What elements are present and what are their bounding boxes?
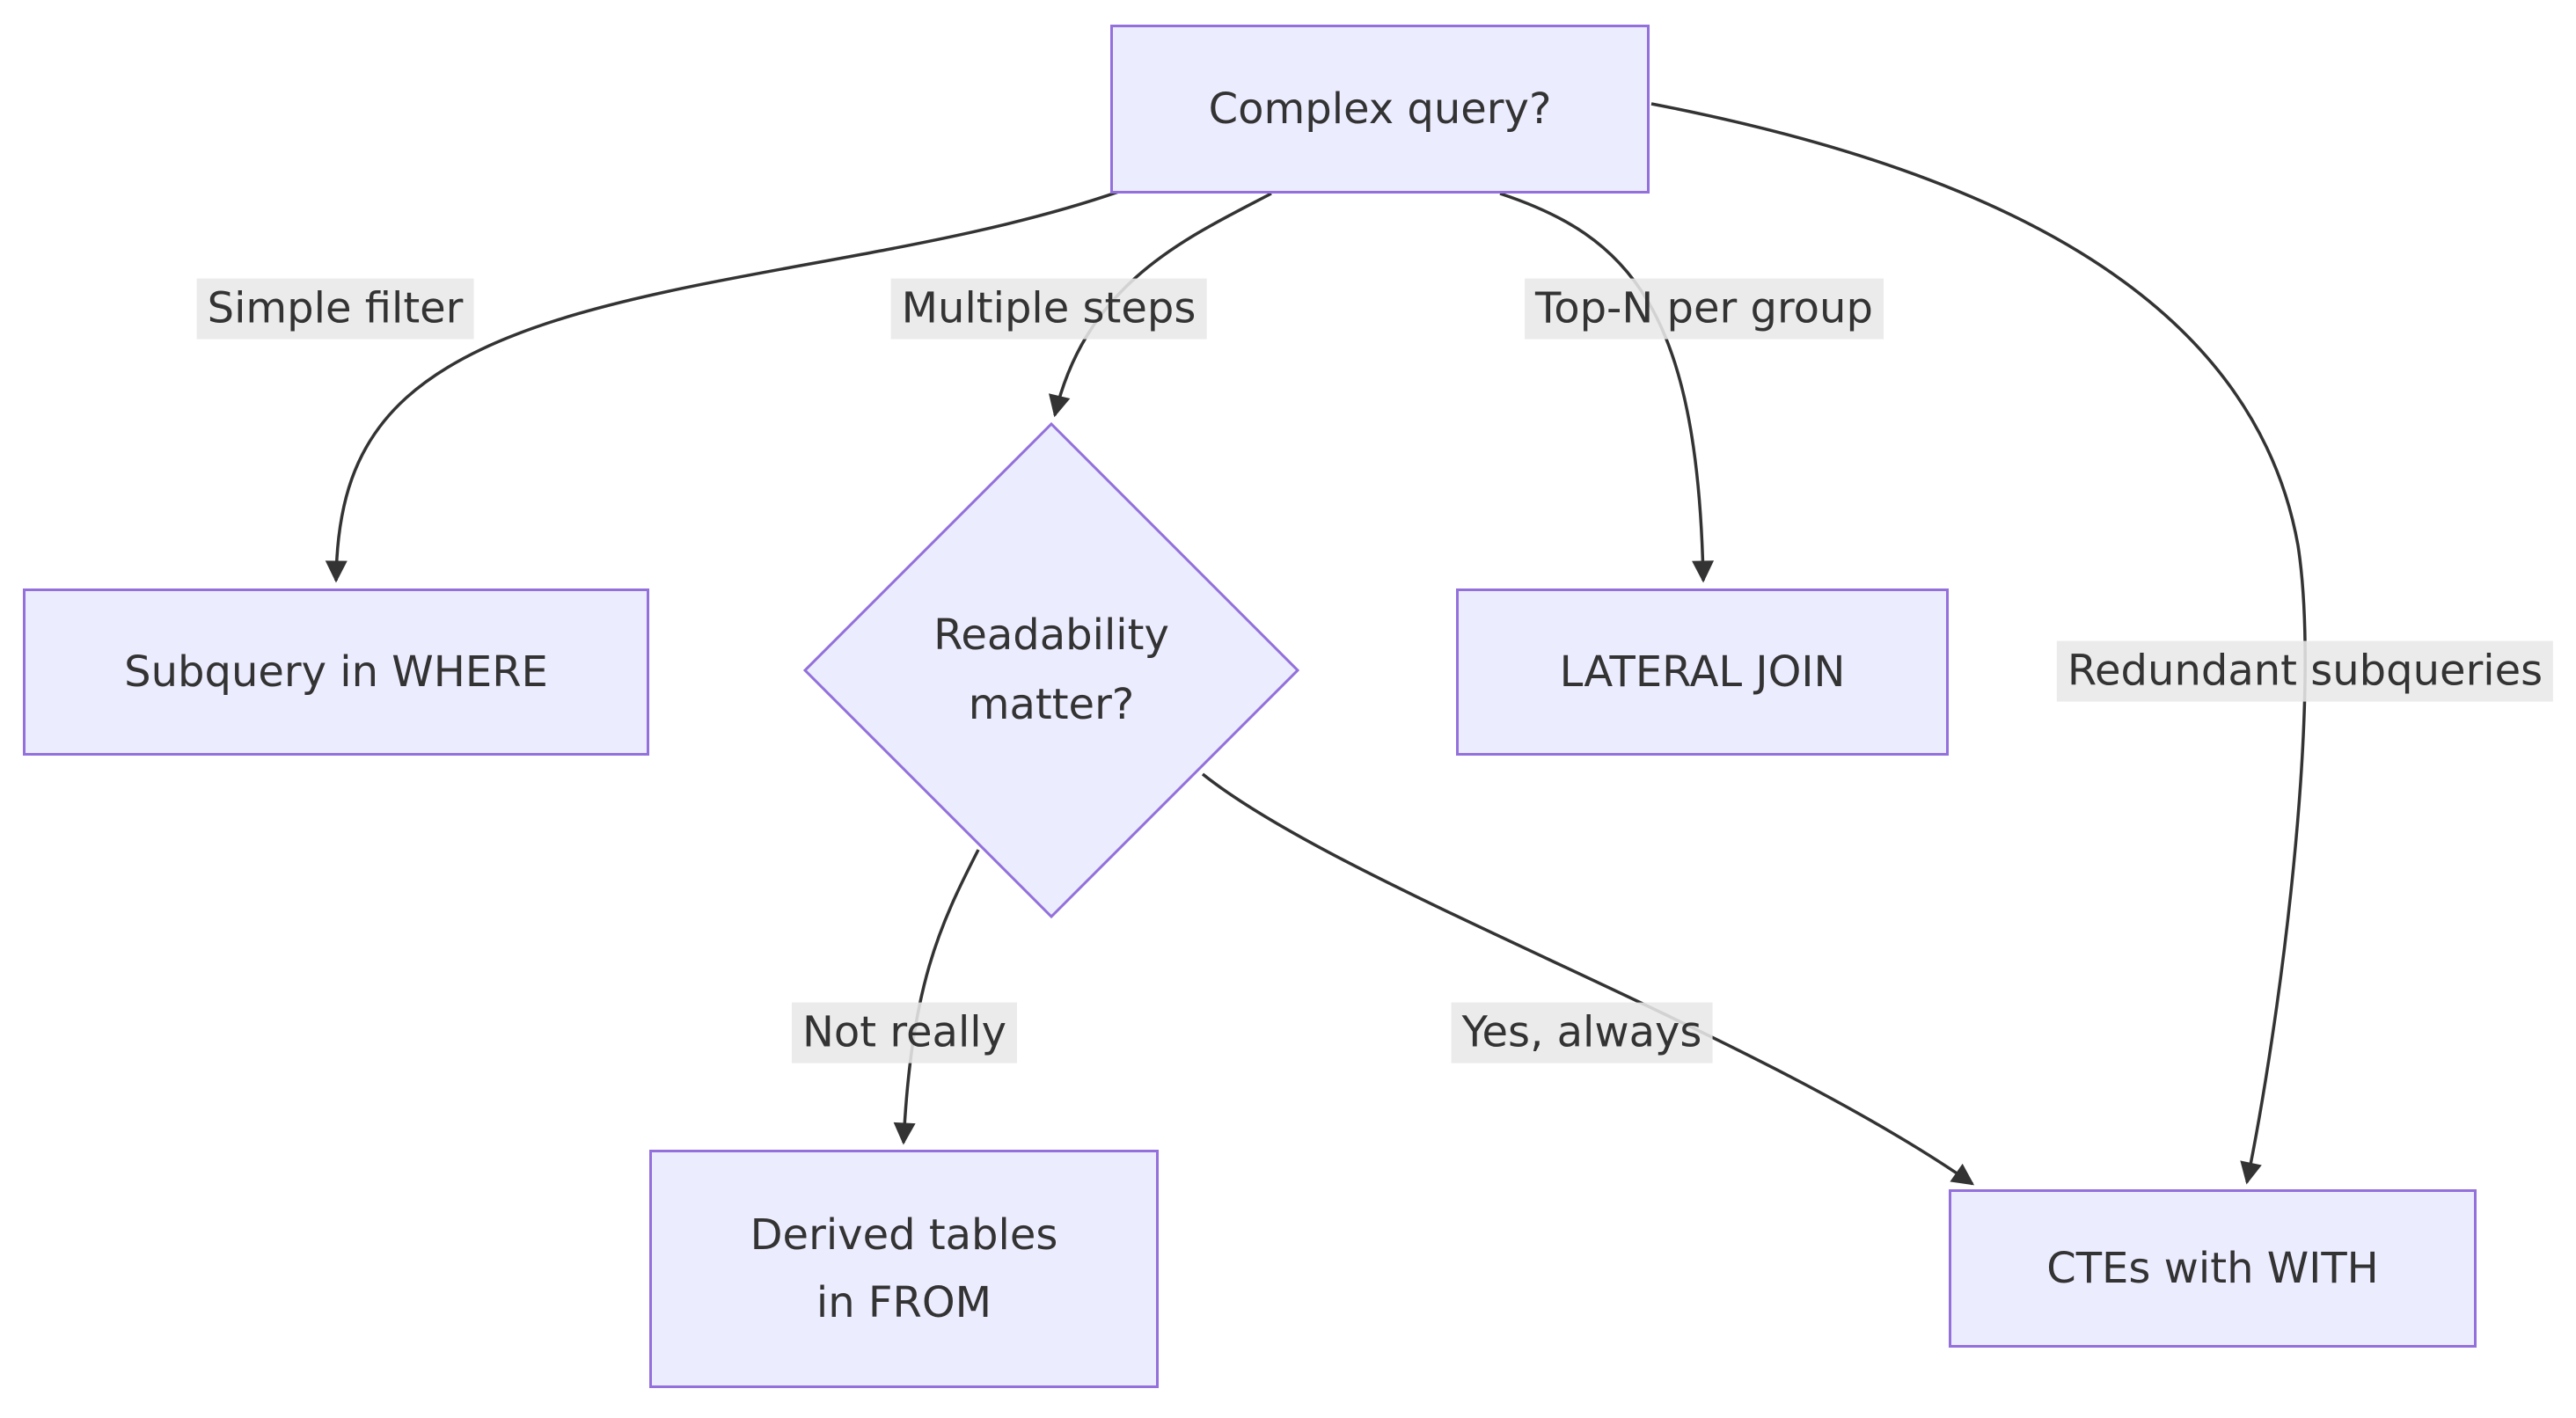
edge-redundant-subqueries bbox=[1650, 102, 2307, 1185]
edge-yes-always bbox=[1201, 772, 1975, 1186]
edge-multiple-steps bbox=[1049, 192, 1272, 418]
node-readability-diamond-shape bbox=[802, 421, 1300, 919]
edge-simple-filter bbox=[325, 187, 1127, 583]
node-lateral-join: LATERAL JOIN bbox=[1456, 588, 1949, 756]
node-ctes-with-with: CTEs with WITH bbox=[1949, 1189, 2477, 1348]
node-label: LATERAL JOIN bbox=[1559, 647, 1846, 697]
edge-label-text: Simple filter bbox=[207, 283, 464, 333]
edge-label-text: Not really bbox=[801, 1007, 1007, 1057]
node-label-line: Derived tables bbox=[750, 1210, 1058, 1260]
node-label-line: in FROM bbox=[816, 1277, 992, 1327]
edge-label-text: Multiple steps bbox=[901, 283, 1197, 333]
edge-top-n-per-group bbox=[1499, 192, 1715, 583]
node-label: CTEs with WITH bbox=[2046, 1243, 2379, 1293]
node-complex-query: Complex query? bbox=[1110, 25, 1650, 194]
edge-label-text: Redundant subqueries bbox=[2067, 646, 2543, 696]
edge-label-redundant-subqueries: Redundant subqueries bbox=[2056, 640, 2554, 702]
node-derived-tables-in-from: Derived tables in FROM bbox=[649, 1150, 1159, 1388]
edge-not-really bbox=[893, 849, 980, 1145]
node-subquery-in-where: Subquery in WHERE bbox=[23, 588, 649, 756]
node-label-line: Readability bbox=[933, 610, 1169, 660]
node-label-line: matter? bbox=[968, 680, 1135, 729]
node-readability-matter-label: Readability matter? bbox=[875, 581, 1227, 760]
node-label: Subquery in WHERE bbox=[124, 647, 548, 697]
node-label: Complex query? bbox=[1208, 84, 1552, 134]
edge-label-multiple-steps: Multiple steps bbox=[890, 278, 1207, 340]
edge-label-top-n-per-group: Top-N per group bbox=[1525, 278, 1884, 340]
edge-label-text: Yes, always bbox=[1461, 1007, 1702, 1057]
edge-label-not-really: Not really bbox=[791, 1002, 1018, 1064]
edge-label-simple-filter: Simple filter bbox=[196, 278, 474, 340]
edge-label-yes-always: Yes, always bbox=[1451, 1002, 1713, 1064]
edge-label-text: Top-N per group bbox=[1535, 283, 1873, 333]
